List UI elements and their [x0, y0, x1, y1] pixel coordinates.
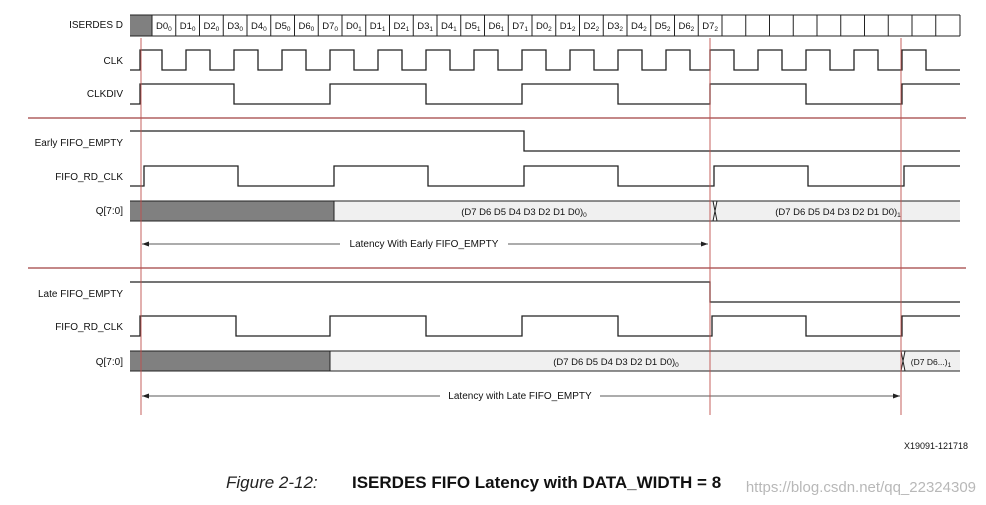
iserdes-cell-label: D22 — [583, 21, 599, 33]
iserdes-cell-label: D51 — [465, 21, 481, 33]
q-late-value-label-1: (D7 D6...)1 — [911, 357, 952, 369]
iserdes-cell: D11 — [365, 15, 386, 36]
iserdes-cell-label: D30 — [227, 21, 243, 33]
latency-late-label: Latency with Late FIFO_EMPTY — [448, 391, 592, 402]
label-early-fifo-empty: Early FIFO_EMPTY — [35, 138, 124, 149]
iserdes-cell: D10 — [175, 15, 196, 36]
iserdes-cell: D30 — [222, 15, 243, 36]
q-late-value-segment-0 — [330, 351, 902, 371]
iserdes-cell: D70 — [317, 15, 338, 36]
iserdes-cell: D01 — [341, 15, 362, 36]
iserdes-cell-label: D42 — [631, 21, 647, 33]
iserdes-cell: D20 — [199, 15, 220, 36]
iserdes-cell-label: D50 — [275, 21, 291, 33]
iserdes-cell-label: D20 — [203, 21, 219, 33]
q-early-value-segment-0 — [334, 201, 714, 221]
iserdes-cell: D31 — [412, 15, 433, 36]
q-late-value-segment-1 — [904, 351, 960, 371]
iserdes-cell: D02 — [531, 15, 552, 36]
iserdes-cell-label: D52 — [655, 21, 671, 33]
latency-early-arrow: Latency With Early FIFO_EMPTY — [142, 239, 708, 250]
q-late-value-label-0: (D7 D6 D5 D4 D3 D2 D1 D0)0 — [553, 357, 679, 369]
iserdes-cell-label: D21 — [393, 21, 409, 33]
iserdes-cell-label: D31 — [417, 21, 433, 33]
q-early-value-segment-1 — [716, 201, 960, 221]
iserdes-cell: D00 — [151, 15, 172, 36]
iserdes-cell-label: D72 — [702, 21, 718, 33]
iserdes-cell-label: D60 — [298, 21, 314, 33]
latency-early-label: Latency With Early FIFO_EMPTY — [350, 239, 499, 250]
label-clk: CLK — [104, 56, 124, 67]
iserdes-cell-label: D71 — [512, 21, 528, 33]
iserdes-cell: D50 — [270, 15, 291, 36]
iserdes-cell-label: D61 — [488, 21, 504, 33]
iserdes-cell-label: D00 — [156, 21, 172, 33]
q-late-bus: (D7 D6 D5 D4 D3 D2 D1 D0)0 (D7 D6...)1 — [130, 350, 960, 372]
iserdes-cell: D72 — [697, 15, 718, 36]
clkdiv-waveform — [130, 83, 960, 105]
iserdes-cell: D51 — [460, 15, 481, 36]
fifo-rd-clk-late-waveform — [130, 315, 960, 337]
iserdes-cell: D41 — [436, 15, 457, 36]
q-early-invalid-segment — [130, 201, 334, 221]
iserdes-cell-label: D70 — [322, 21, 338, 33]
iserdes-cell-label: D62 — [678, 21, 694, 33]
label-fifo-rd-clk-early: FIFO_RD_CLK — [55, 172, 123, 183]
iserdes-cell: D40 — [246, 15, 267, 36]
iserdes-cell-label: D01 — [346, 21, 362, 33]
iserdes-cell: D61 — [484, 15, 505, 36]
iserdes-cell: D71 — [507, 15, 528, 36]
iserdes-cell-label: D11 — [370, 21, 386, 33]
iserdes-cell: D21 — [389, 15, 410, 36]
watermark: https://blog.csdn.net/qq_22324309 — [746, 479, 976, 496]
label-late-fifo-empty: Late FIFO_EMPTY — [38, 289, 123, 300]
late-fifo-empty-waveform — [130, 281, 960, 303]
iserdes-cell: D22 — [579, 15, 600, 36]
iserdes-cell: D12 — [555, 15, 576, 36]
label-iserdes-d: ISERDES D — [69, 20, 123, 31]
iserdes-d-bus: D00 D10 D20 D30 D40 D50 D60 D70 D01 D11 D21 D31 D41 D… — [130, 14, 961, 37]
label-clkdiv: CLKDIV — [87, 89, 123, 100]
iserdes-cell-label: D12 — [560, 21, 576, 33]
fifo-rd-clk-early-waveform — [130, 165, 960, 187]
clk-waveform — [130, 49, 960, 71]
figure-code: X19091-121718 — [904, 441, 968, 451]
iserdes-cell: D60 — [294, 15, 315, 36]
iserdes-cell: D52 — [650, 15, 671, 36]
q-late-invalid-segment — [130, 351, 330, 371]
label-fifo-rd-clk-late: FIFO_RD_CLK — [55, 322, 123, 333]
q-early-bus: (D7 D6 D5 D4 D3 D2 D1 D0)0 (D7 D6 D5 D4 … — [130, 200, 960, 222]
label-q-early: Q[7:0] — [96, 206, 123, 217]
iserdes-cell: D42 — [626, 15, 647, 36]
early-fifo-empty-waveform — [130, 130, 960, 152]
q-early-value-label-0: (D7 D6 D5 D4 D3 D2 D1 D0)0 — [461, 207, 587, 219]
caption-number: Figure 2-12: — [226, 473, 318, 492]
label-q-late: Q[7:0] — [96, 357, 123, 368]
iserdes-cell-label: D32 — [607, 21, 623, 33]
caption-title: ISERDES FIFO Latency with DATA_WIDTH = 8 — [352, 473, 721, 492]
iserdes-cell-label: D10 — [180, 21, 196, 33]
iserdes-dark-segment — [130, 15, 152, 36]
iserdes-cell-label: D41 — [441, 21, 457, 33]
latency-late-arrow: Latency with Late FIFO_EMPTY — [142, 391, 900, 402]
q-early-value-label-1: (D7 D6 D5 D4 D3 D2 D1 D0)1 — [775, 207, 901, 219]
iserdes-cell-label: D40 — [251, 21, 267, 33]
iserdes-cell: D62 — [674, 15, 695, 36]
iserdes-cell: D32 — [602, 15, 623, 36]
iserdes-cell-label: D02 — [536, 21, 552, 33]
